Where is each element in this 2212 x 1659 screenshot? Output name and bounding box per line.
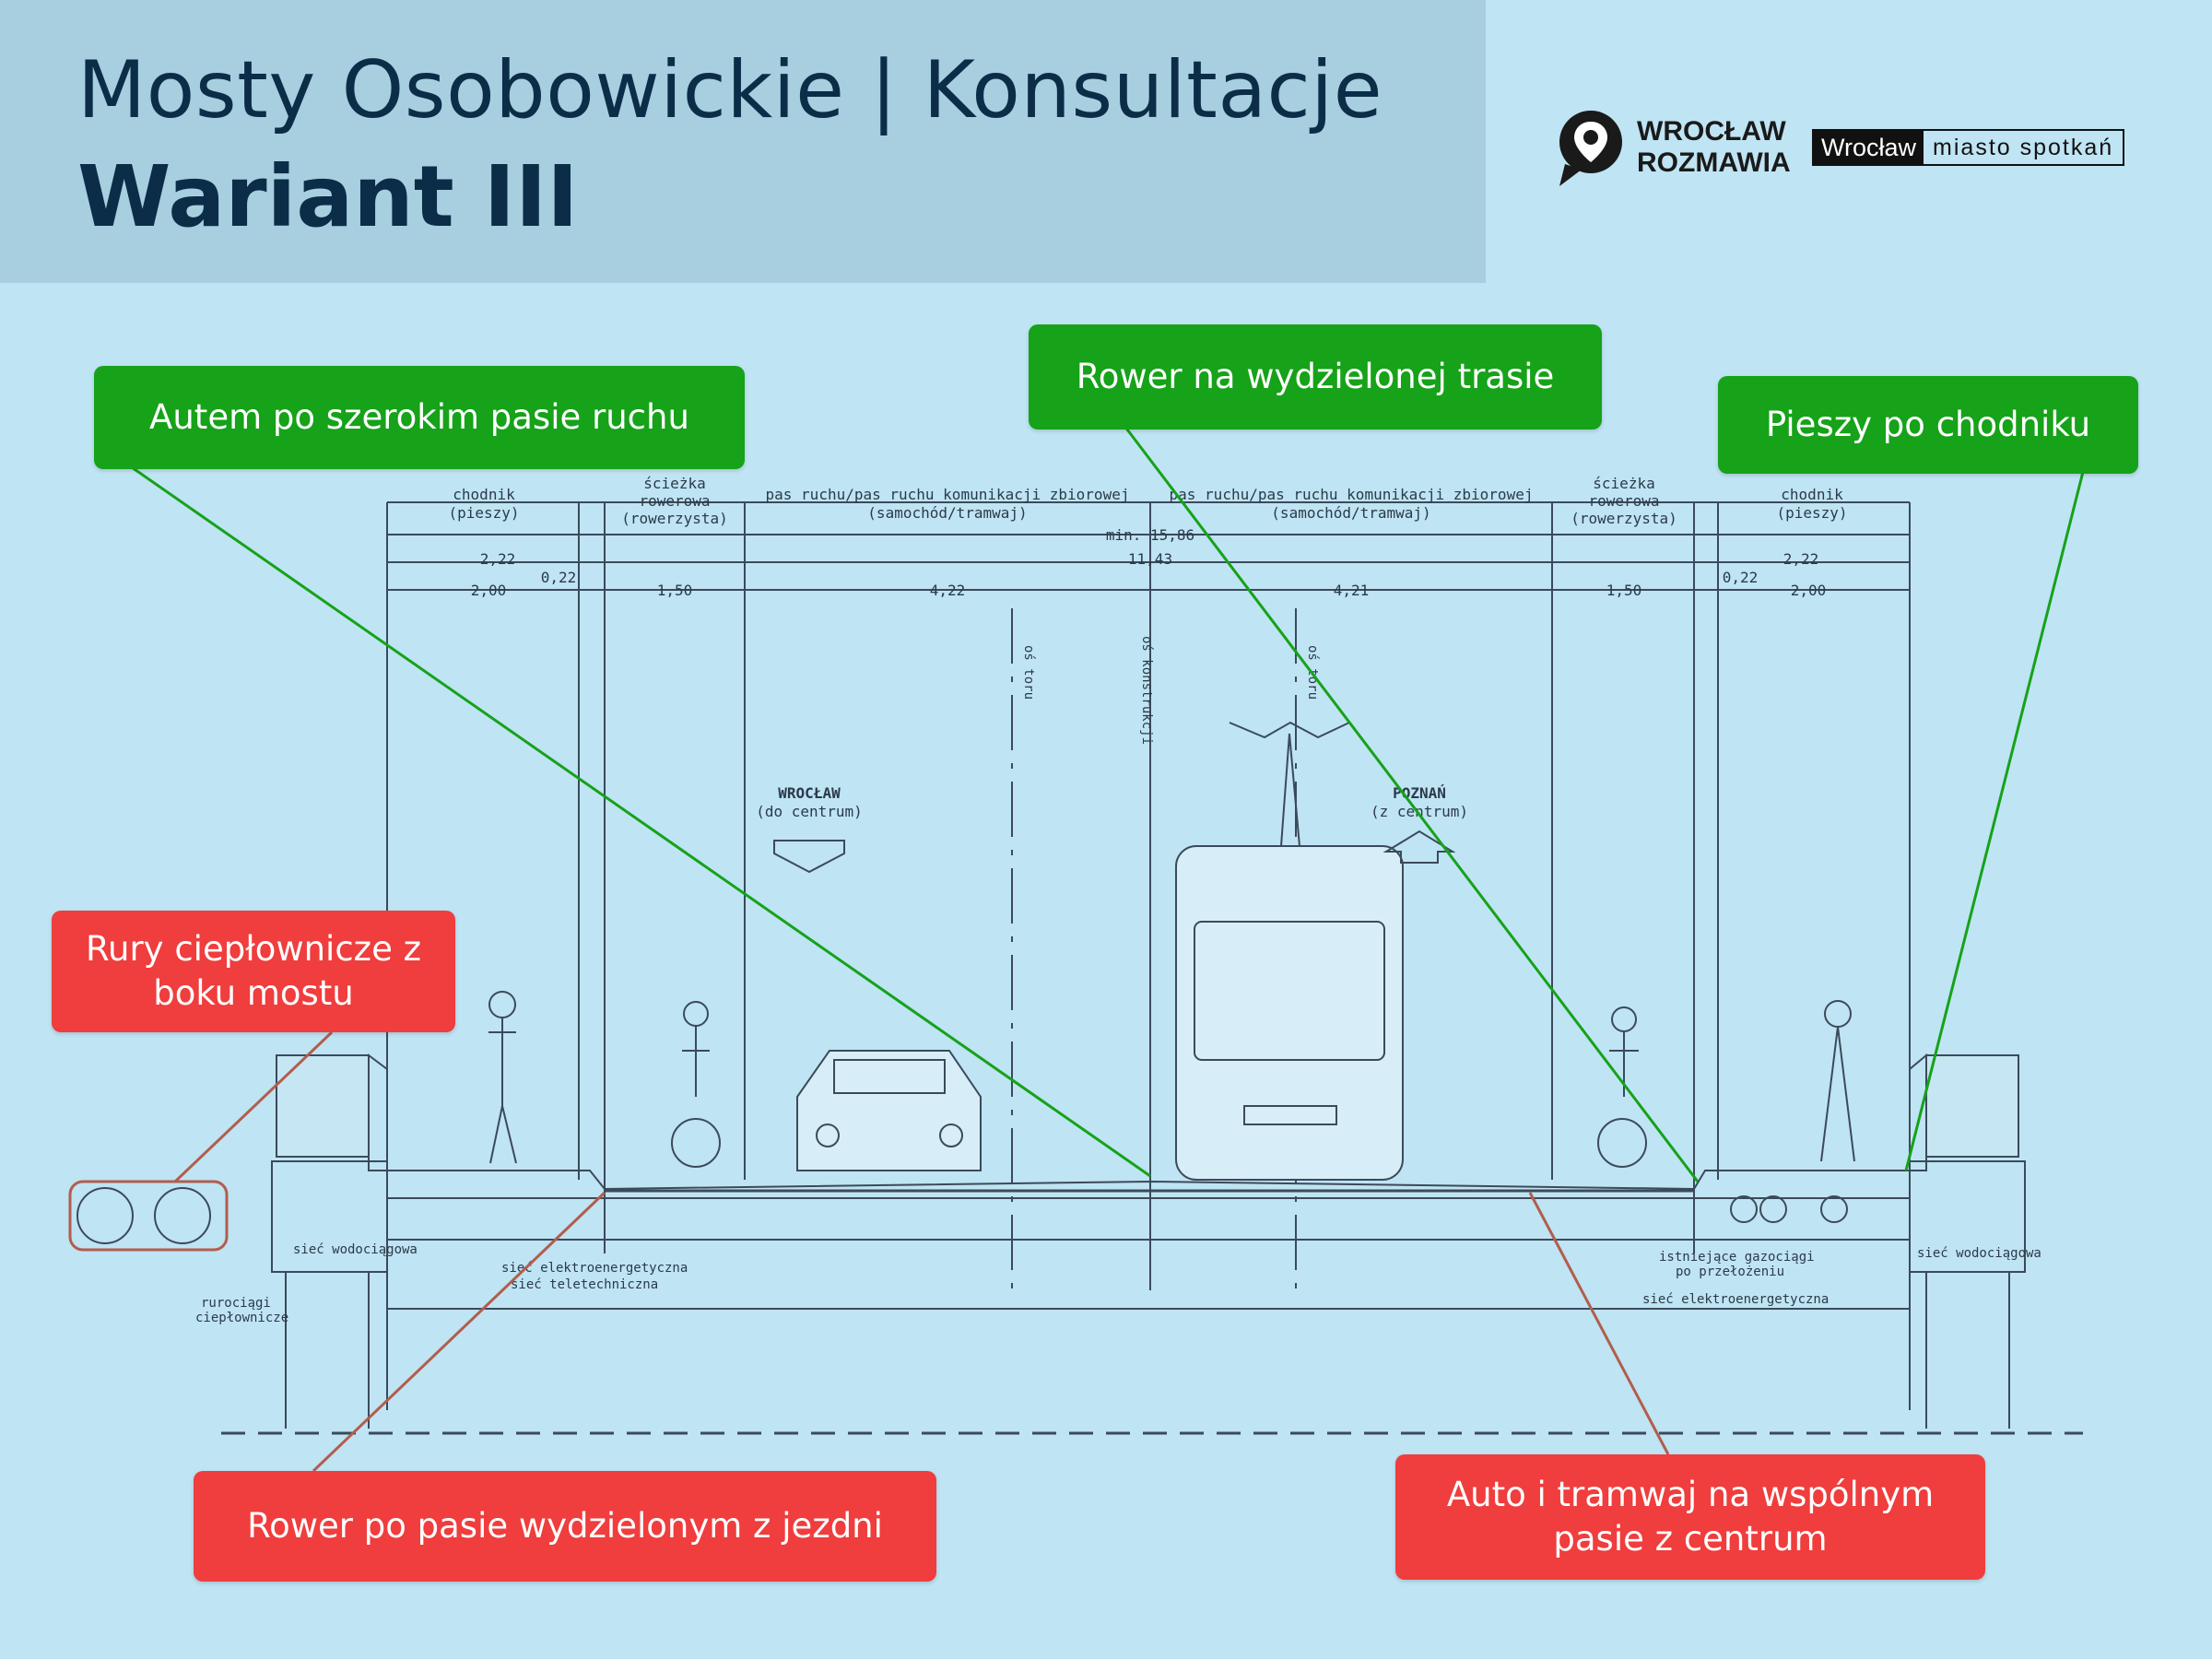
note-gas-right-2: po przełożeniu (1676, 1265, 1784, 1279)
dim-total: 11,43 (1128, 550, 1172, 568)
label-bike-right-3: (rowerzysta) (1571, 510, 1677, 527)
note-telecom-left: sieć teletechniczna (511, 1277, 658, 1292)
note-power-left: sieć elektroenergetyczna (501, 1261, 688, 1276)
header-panel: Mosty Osobowickie | Konsultacje Wariant … (0, 0, 1486, 283)
page-title: Mosty Osobowickie | Konsultacje (77, 44, 1383, 136)
wroclaw-miasto-spotkan-logo: Wrocław miasto spotkań (1812, 129, 2125, 166)
dim-200-left: 2,00 (471, 582, 507, 599)
dim-222-left: 2,22 (480, 550, 516, 568)
direction-right-2: (z centrum) (1371, 803, 1468, 820)
note-water-left: sieć wodociągowa (293, 1242, 418, 1257)
label-sidewalk-left-2: (pieszy) (448, 504, 519, 522)
label-lane-left-2: (samochód/tramwaj) (867, 504, 1027, 522)
dim-222-right: 2,22 (1783, 550, 1819, 568)
direction-left: WROCŁAW (778, 784, 841, 802)
note-gas-right: istniejące gazociągi (1659, 1250, 1815, 1265)
axis-track-left: oś toru (1021, 645, 1036, 700)
label-sidewalk-right-2: (pieszy) (1776, 504, 1847, 522)
label-bike-left-2: rowerowa (639, 492, 710, 510)
page-subtitle: Wariant III (77, 147, 579, 246)
dim-200-right: 2,00 (1791, 582, 1827, 599)
dim-150-left: 1,50 (657, 582, 693, 599)
logo-tagline: miasto spotkań (1933, 134, 2114, 160)
dim-421: 4,21 (1334, 582, 1370, 599)
logo-line-2: ROZMAWIA (1637, 147, 1791, 178)
label-bike-right-2: rowerowa (1588, 492, 1659, 510)
note-power-right: sieć elektroenergetyczna (1642, 1292, 1829, 1307)
note-pipes-left: rurociągi (201, 1296, 271, 1311)
callout-heating-pipes: Rury ciepłownicze z boku mostu (52, 911, 455, 1032)
wroclaw-rozmawia-logo: WROCŁAW ROZMAWIA (1556, 109, 1791, 192)
dim-022-left: 0,22 (541, 569, 577, 586)
label-bike-left-3: (rowerzysta) (621, 510, 728, 527)
speech-pin-icon (1559, 111, 1622, 186)
dim-422: 4,22 (930, 582, 966, 599)
label-sidewalk-left: chodnik (453, 486, 515, 503)
callout-shared-lane: Auto i tramwaj na wspólnym pasie z centr… (1395, 1454, 1985, 1580)
label-lane-left: pas ruchu/pas ruchu komunikacji zbiorowe… (766, 486, 1130, 503)
label-bike-right: ścieżka (1593, 475, 1654, 492)
logo-line-1: WROCŁAW (1637, 116, 1786, 147)
label-lane-right: pas ruchu/pas ruchu komunikacji zbiorowe… (1170, 486, 1534, 503)
note-pipes-left-2: ciepłownicze (195, 1311, 288, 1325)
dim-150-right: 1,50 (1606, 582, 1642, 599)
dim-022-right: 0,22 (1723, 569, 1759, 586)
label-bike-left: ścieżka (643, 475, 705, 492)
logo-brand: Wrocław (1814, 131, 1924, 164)
dim-min: min. 15,86 (1106, 526, 1194, 544)
direction-left-2: (do centrum) (756, 803, 863, 820)
direction-right: POZNAŃ (1393, 784, 1446, 802)
callout-pedestrian: Pieszy po chodniku (1718, 376, 2138, 474)
callout-car-lane: Autem po szerokim pasie ruchu (94, 366, 745, 469)
callout-bike-route: Rower na wydzielonej trasie (1029, 324, 1602, 429)
label-sidewalk-right: chodnik (1781, 486, 1843, 503)
axis-construction: oś konstrukcji (1139, 636, 1154, 745)
callout-bike-lane: Rower po pasie wydzielonym z jezdni (194, 1471, 936, 1582)
label-lane-right-2: (samochód/tramwaj) (1271, 504, 1430, 522)
note-water-right: sieć wodociągowa (1917, 1246, 2041, 1261)
